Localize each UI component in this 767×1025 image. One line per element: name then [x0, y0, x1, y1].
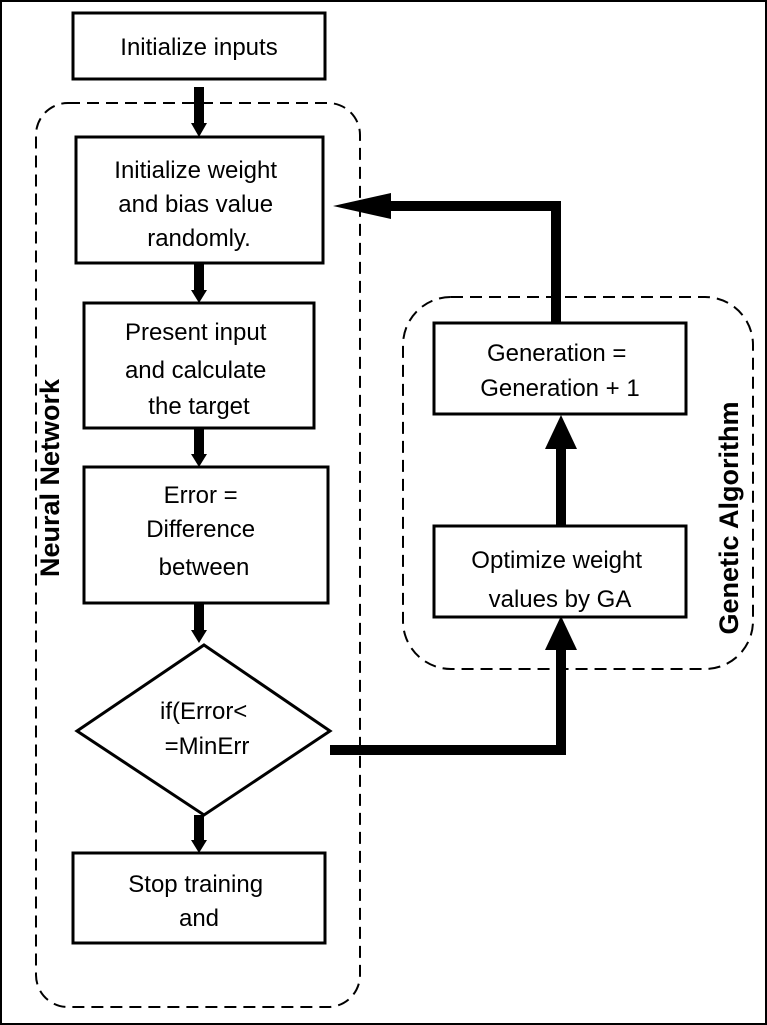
initialize-weights-box — [74, 135, 325, 265]
arrowhead-generation-to-weights — [333, 193, 391, 219]
arrowhead-decision-to-stop — [191, 840, 207, 853]
arrowhead-optimize-to-generation — [545, 415, 577, 449]
initialize-weights-text: Initialize weight and bias value randoml… — [114, 157, 283, 252]
present-input-box — [82, 301, 316, 430]
arrowhead-inputs-to-weights — [191, 123, 207, 137]
error-text: Error = Difference between — [146, 482, 262, 581]
generation-text: Generation = Generation + 1 — [480, 340, 639, 402]
decision-text: if(Error< =MinErr — [160, 698, 254, 760]
decision-diamond — [74, 643, 333, 817]
arrowhead-present-to-error — [191, 454, 207, 467]
error-box — [82, 465, 330, 605]
connector-decision-to-optimize — [330, 648, 566, 755]
arrowhead-error-to-decision — [191, 630, 207, 643]
genetic-algorithm-label: Genetic Algorithm — [714, 401, 744, 634]
optimize-text: Optimize weight values by GA — [471, 547, 648, 613]
stop-training-box — [71, 851, 327, 945]
optimize-box — [432, 524, 688, 619]
generation-box — [432, 321, 688, 416]
initialize-inputs-text: Initialize inputs — [120, 34, 277, 61]
neural-network-group — [35, 102, 361, 1008]
connector-generation-to-weights — [390, 201, 561, 323]
stop-training-text: Stop training and — [128, 871, 269, 932]
neural-network-label: Neural Network — [35, 378, 65, 577]
present-input-text: Present input and calculate the target — [125, 319, 273, 420]
arrowhead-weights-to-present — [191, 290, 207, 303]
initialize-inputs-box — [71, 11, 327, 81]
genetic-algorithm-group — [402, 296, 754, 670]
arrowhead-decision-to-optimize — [545, 616, 577, 650]
